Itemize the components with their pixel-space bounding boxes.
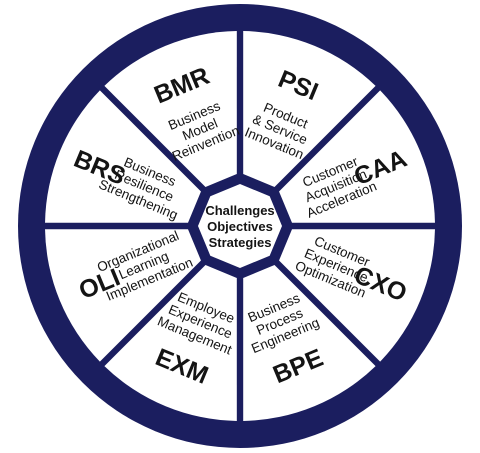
segment-cxo-panel	[279, 229, 435, 362]
center-label-line: Objectives	[207, 219, 273, 234]
segment-bpe-panel	[243, 265, 376, 421]
center-label-line: Strategies	[209, 235, 272, 250]
segment-oli-panel	[45, 229, 201, 362]
segment-caa-description: CustomerAcquisitionAcceleration	[293, 151, 379, 221]
segment-brs-panel	[45, 90, 201, 223]
segment-caa-panel	[279, 90, 435, 223]
center-label-line: Challenges	[205, 203, 274, 218]
segment-bmr-panel	[104, 31, 237, 187]
center-hub	[198, 184, 282, 268]
segment-exm-panel	[104, 265, 237, 421]
segment-psi-panel	[243, 31, 376, 187]
